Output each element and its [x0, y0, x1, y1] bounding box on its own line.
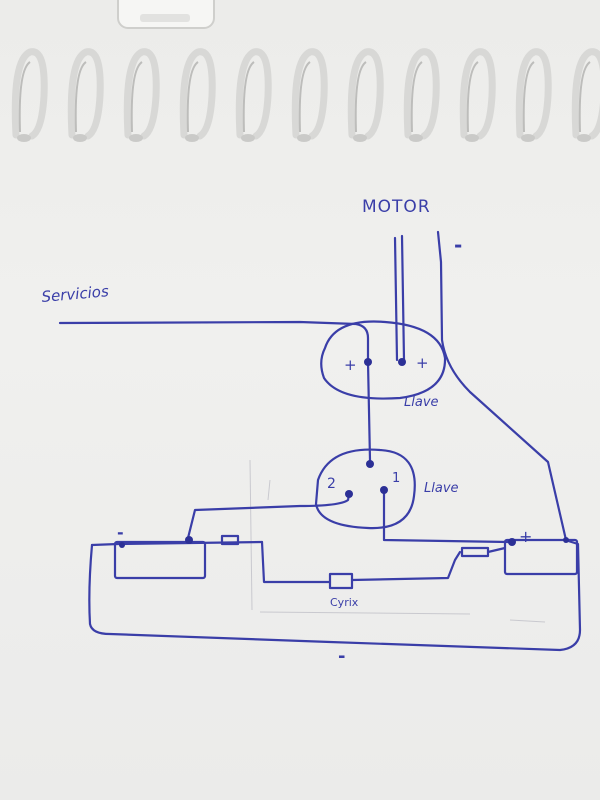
switch-bottom-label: Llave — [424, 481, 459, 496]
cyrix-relay — [328, 572, 354, 590]
battery-right — [503, 538, 579, 576]
spiral-ring — [515, 48, 552, 140]
spiral-ring-shade — [578, 61, 591, 133]
motor-lead-1 — [393, 236, 399, 362]
cyrix-wire — [260, 540, 332, 584]
terminal-battery-right-end — [563, 537, 569, 543]
spiral-hole — [409, 134, 423, 142]
servicios-label: Servicios — [41, 282, 110, 306]
terminal-battery-left-minus — [119, 542, 125, 548]
spiral-ring-shade — [186, 61, 199, 133]
motor-minus: - — [454, 233, 462, 257]
terminal-bottom-1 — [380, 486, 388, 494]
switch-link-wire — [366, 360, 372, 462]
spiral-hole — [73, 134, 87, 142]
spiral-ring-shade — [242, 61, 255, 133]
fuse-right-lead — [486, 546, 507, 554]
chassis-top-left — [90, 540, 264, 547]
terminal-1-wire — [382, 488, 510, 544]
spiral-hole — [241, 134, 255, 142]
cyrix-label: Cyrix — [330, 596, 359, 609]
spiral-ring — [403, 48, 440, 140]
spiral-ring-shade — [298, 61, 311, 133]
chassis-loop — [88, 538, 582, 652]
switch-bottom-circle — [314, 448, 416, 530]
terminal-top-right — [398, 358, 406, 366]
spiral-hole — [297, 134, 311, 142]
spiral-ring — [459, 48, 496, 140]
spiral-ring-shade — [410, 61, 423, 133]
spiral-hole — [17, 134, 31, 142]
terminal-bottom-2 — [345, 490, 353, 498]
terminal-battery-right-plus — [508, 538, 516, 546]
terminal-dots — [119, 358, 569, 548]
spiral-hole — [353, 134, 367, 142]
spiral-hole — [129, 134, 143, 142]
switch-bottom-terminal-1: 1 — [392, 471, 400, 486]
spiral-ring-shade — [74, 61, 87, 133]
battery-right-plus: + — [519, 527, 532, 546]
spiral-ring-shade — [354, 61, 367, 133]
battery-left-minus: - — [117, 523, 124, 542]
spiral-ring — [11, 48, 48, 140]
spiral-ring — [67, 48, 104, 140]
spiral-ring-shade — [130, 61, 143, 133]
spiral-ring — [347, 48, 384, 140]
cyrix-wire-right — [350, 550, 462, 582]
terminal-top-left — [364, 358, 372, 366]
switch-top-plus-right: + — [416, 354, 429, 372]
spiral-ring — [179, 48, 216, 140]
battery-left — [113, 540, 207, 580]
switch-top-plus-left: + — [344, 356, 357, 374]
terminal-2-wire — [186, 493, 351, 540]
fuse-left — [220, 534, 240, 546]
motor-label: MOTOR — [362, 197, 431, 217]
spiral-hole — [185, 134, 199, 142]
chassis-minus: - — [338, 646, 345, 667]
spiral-ring — [123, 48, 160, 140]
motor-lead-3 — [436, 230, 568, 542]
spiral-hole — [465, 134, 479, 142]
switch-top-label: Llave — [404, 395, 439, 410]
switch-top-circle — [320, 320, 447, 400]
spiral-ring-shade — [18, 61, 31, 133]
spiral-binding — [11, 48, 600, 142]
spiral-ring — [291, 48, 328, 140]
spiral-ring — [571, 48, 600, 140]
pencil-traces — [249, 459, 546, 623]
motor-lead-2 — [400, 234, 406, 362]
fuse-right — [460, 546, 490, 558]
terminal-bottom-top — [366, 460, 374, 468]
spiral-ring-shade — [522, 61, 535, 133]
spiral-ring — [235, 48, 272, 140]
ink-wires — [58, 230, 582, 652]
spiral-ring-shade — [466, 61, 479, 133]
switch-bottom-terminal-2: 2 — [327, 476, 336, 492]
spiral-hole — [577, 134, 591, 142]
spiral-hole — [521, 134, 535, 142]
corner-object — [117, 0, 215, 29]
terminal-battery-left-plus — [185, 536, 193, 544]
